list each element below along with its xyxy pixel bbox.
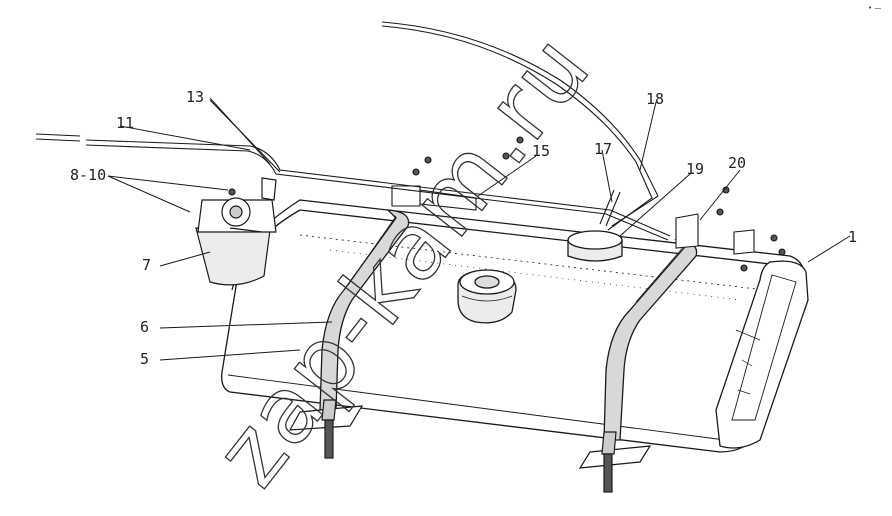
label-8-10: 8-10: [70, 166, 106, 184]
label-18: 18: [646, 90, 664, 108]
mounting-strap-right: [603, 239, 698, 441]
bottom-bracket-right: [578, 431, 652, 493]
label-7: 7: [142, 256, 151, 274]
label-5: 5: [140, 350, 149, 368]
filler-neck: [457, 269, 517, 324]
fuel-lines: [35, 21, 671, 241]
label-6: 6: [140, 318, 149, 336]
mounting-strap-left: [319, 209, 410, 411]
label-15: 15: [532, 142, 550, 160]
top-strap-bracket-right: [675, 186, 786, 272]
tank-end-cap: [715, 260, 809, 449]
callout-labels: 1 5 6 7 8-10 11 13 15 17 18 19 20: [70, 88, 857, 368]
top-strap-bracket-left: [391, 136, 524, 211]
label-17: 17: [594, 140, 612, 158]
label-19: 19: [686, 160, 704, 178]
leader-lines: [107, 97, 851, 361]
label-1: 1: [848, 228, 857, 246]
corner-mark: • —: [868, 4, 881, 12]
fuel-sender-cover: [567, 230, 623, 262]
label-20: 20: [728, 154, 746, 172]
label-13: 13: [186, 88, 204, 106]
label-11: 11: [116, 114, 134, 132]
fuel-filter-assembly: [195, 177, 277, 286]
bottom-bracket-left: [288, 399, 364, 459]
